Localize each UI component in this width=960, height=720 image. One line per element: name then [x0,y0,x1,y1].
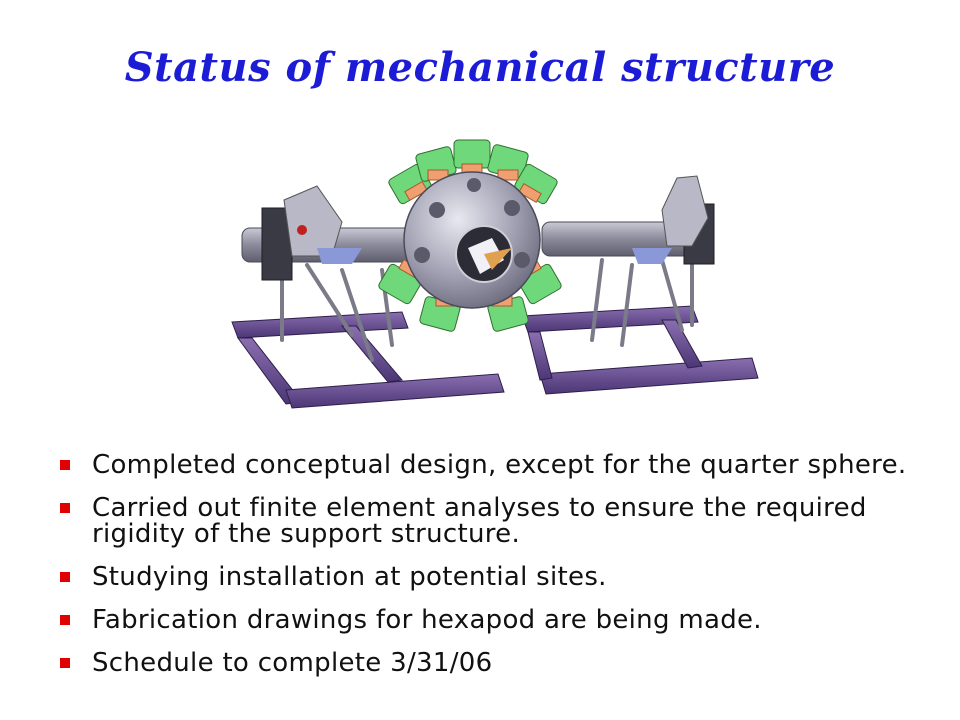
bullet-text: Carried out finite element analyses to e… [92,493,867,549]
list-item: Studying installation at potential sites… [58,564,938,590]
mechanical-structure-icon [231,139,759,409]
central-sphere [403,171,541,309]
right-beam [541,175,715,265]
square-bullet-icon [60,658,70,668]
bullet-text: Completed conceptual design, except for … [92,450,907,480]
bullet-text: Fabrication drawings for hexapod are bei… [92,605,762,635]
detector-modules [378,139,562,332]
hexapod-struts [280,253,694,362]
square-bullet-icon [60,460,70,470]
square-bullet-icon [60,615,70,625]
bullet-list: Completed conceptual design, except for … [58,452,938,693]
mechanical-structure-figure [222,130,762,420]
bullet-text: Studying installation at potential sites… [92,562,607,592]
right-base-frame [521,305,759,395]
square-bullet-icon [60,503,70,513]
square-bullet-icon [60,572,70,582]
list-item: Fabrication drawings for hexapod are bei… [58,607,938,633]
list-item: Schedule to complete 3/31/06 [58,650,938,676]
left-beam [241,185,453,281]
bullet-text: Schedule to complete 3/31/06 [92,648,493,678]
list-item: Carried out finite element analyses to e… [58,495,938,547]
list-item: Completed conceptual design, except for … [58,452,938,478]
slide-title: Status of mechanical structure [124,44,836,91]
left-base-frame [231,311,505,409]
